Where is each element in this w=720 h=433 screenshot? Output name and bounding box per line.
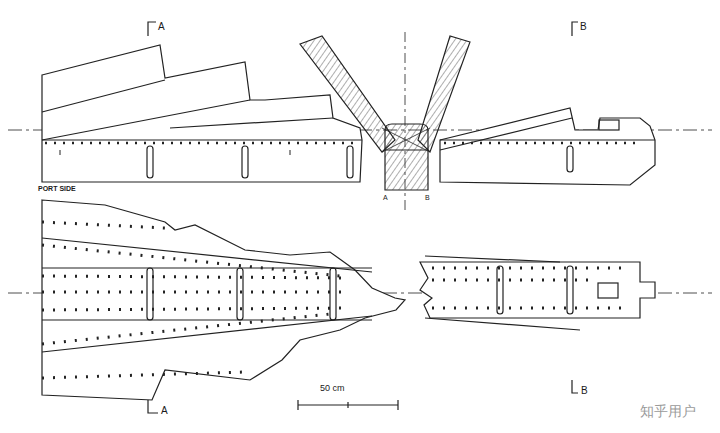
view-label: PORT SIDE (38, 185, 76, 192)
watermark: 知乎用户 (640, 404, 696, 418)
section-letter: B (580, 22, 587, 32)
section-letter: A (161, 406, 168, 416)
section-letter: A (158, 22, 165, 32)
section-letter: B (581, 386, 588, 396)
section-letter: B (425, 194, 430, 201)
section-letter: A (383, 194, 388, 201)
scale-label: 50 cm (320, 384, 345, 393)
